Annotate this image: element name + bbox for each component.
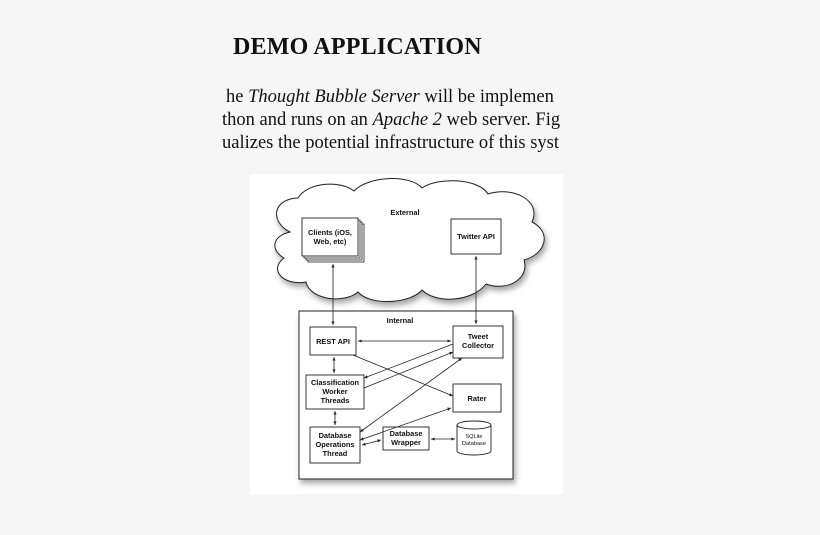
- tweet-collector-node: Tweet Collector: [452, 325, 504, 359]
- sqlite-database-node: SQLite Database: [456, 420, 492, 456]
- classification-label-3: Threads: [321, 396, 350, 405]
- twitter-api-node: Twitter API: [450, 218, 502, 255]
- body-paragraph: he Thought Bubble Server will be impleme…: [0, 86, 820, 166]
- paragraph-line-3: ualizes the potential infrastructure of …: [222, 132, 588, 155]
- line-1-after: will be implemen: [419, 87, 554, 107]
- db-wrapper-label-1: Database: [390, 429, 423, 438]
- db-ops-label-1: Database: [319, 431, 352, 440]
- line-2-after: web server. Fig: [441, 110, 561, 130]
- tweet-collector-label-1: Tweet: [468, 332, 489, 341]
- classification-label-1: Classification: [311, 378, 360, 387]
- line-1-before: he: [226, 87, 249, 107]
- rater-label: Rater: [468, 394, 487, 403]
- db-wrapper-node: Database Wrapper: [382, 426, 430, 451]
- sqlite-label-1: SQLite: [465, 434, 482, 440]
- clients-label-2: Web, etc): [314, 237, 347, 246]
- db-ops-label-3: Thread: [323, 449, 348, 458]
- diagram-connectors: [331, 256, 478, 446]
- twitter-api-label: Twitter API: [457, 232, 495, 241]
- sqlite-label-2: Database: [462, 441, 486, 447]
- internal-label: Internal: [387, 316, 414, 325]
- db-ops-label-2: Operations: [315, 440, 354, 449]
- rest-api-label: REST API: [316, 337, 350, 346]
- classification-label-2: Worker: [322, 387, 347, 396]
- clients-label-1: Clients (iOS,: [308, 228, 352, 237]
- apache-emphasis: Apache 2: [372, 110, 442, 130]
- paragraph-line-1: he Thought Bubble Server will be impleme…: [226, 86, 588, 109]
- clients-node: Clients (iOS, Web, etc): [301, 217, 365, 263]
- tweet-collector-label-2: Collector: [462, 341, 494, 350]
- infrastructure-diagram: External Clients (iOS, Web, etc) Twitter…: [274, 178, 545, 480]
- dbops-rater-link: [359, 407, 452, 441]
- line-2-before: thon and runs on an: [222, 110, 373, 130]
- external-label: External: [390, 208, 419, 217]
- rest-api-node: REST API: [309, 326, 357, 356]
- infrastructure-figure: External Clients (iOS, Web, etc) Twitter…: [250, 174, 563, 494]
- rater-node: Rater: [452, 383, 502, 413]
- dbops-wrapper-link: [361, 439, 382, 446]
- db-operations-node: Database Operations Thread: [309, 426, 361, 464]
- server-name-emphasis: Thought Bubble Server: [248, 87, 420, 107]
- section-heading: DEMO APPLICATION: [233, 34, 482, 60]
- line-3-text: ualizes the potential infrastructure of …: [222, 133, 560, 153]
- paragraph-line-2: thon and runs on an Apache 2 web server.…: [222, 109, 588, 132]
- classification-node: Classification Worker Threads: [305, 374, 365, 410]
- db-wrapper-label-2: Wrapper: [391, 438, 421, 447]
